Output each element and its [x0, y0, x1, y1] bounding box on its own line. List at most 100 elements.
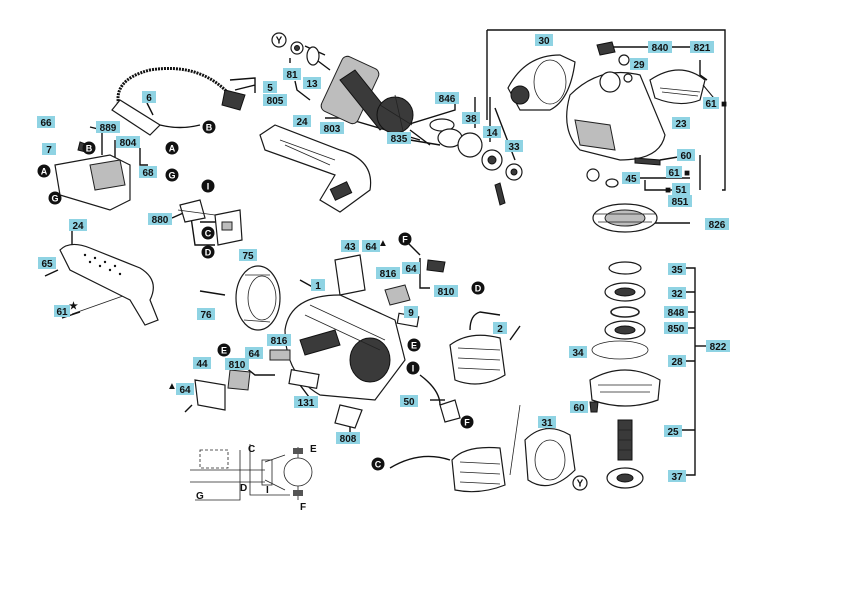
callouts: Y B A B A G I G C D F D E E I F C Y — [37, 32, 588, 491]
stator — [449, 334, 506, 385]
handle-lower — [59, 243, 159, 326]
wiring-letter-g: G — [196, 491, 204, 502]
svg-text:13: 13 — [306, 79, 318, 90]
part-shapes — [44, 41, 719, 493]
label-32: 32 — [668, 287, 686, 300]
svg-text:76: 76 — [200, 310, 212, 321]
callout-c-1: C — [201, 226, 215, 240]
power-cord — [116, 66, 232, 111]
wiring-schematic: C E D F G I — [190, 444, 317, 513]
svg-text:61: 61 — [668, 168, 680, 179]
svg-text:810: 810 — [229, 360, 246, 371]
label-81: 81 — [283, 68, 301, 81]
svg-text:7: 7 — [46, 145, 52, 156]
label-24b: 24 — [69, 219, 87, 232]
svg-text:1: 1 — [315, 281, 321, 292]
label-60b: 60 — [570, 401, 588, 414]
ring-35 — [608, 261, 642, 275]
callout-f-2: F — [460, 415, 474, 429]
label-61c: 61 — [54, 305, 70, 318]
label-889: 889 — [96, 121, 120, 134]
svg-text:75: 75 — [242, 251, 254, 262]
label-810b: 810 — [225, 358, 249, 371]
svg-text:G: G — [51, 194, 58, 204]
svg-text:66: 66 — [40, 118, 52, 129]
label-64c: 64 — [176, 383, 194, 396]
label-60a: 60 — [677, 149, 695, 162]
label-64b: 64 — [402, 262, 420, 275]
svg-text:61: 61 — [56, 307, 68, 318]
label-37: 37 — [668, 470, 686, 483]
label-6: 6 — [142, 91, 156, 104]
svg-text:804: 804 — [120, 138, 137, 149]
label-61b: 61 — [666, 166, 682, 179]
svg-text:B: B — [206, 123, 213, 133]
callout-c-2: C — [371, 457, 385, 471]
wiring-letter-d: D — [240, 483, 247, 494]
label-816a: 816 — [376, 267, 400, 280]
callout-d-2: D — [471, 281, 485, 295]
svg-text:34: 34 — [572, 348, 584, 359]
svg-text:131: 131 — [298, 398, 315, 409]
label-808: 808 — [336, 432, 360, 445]
callout-d-1: D — [201, 245, 215, 259]
label-61a: 61 — [703, 97, 719, 110]
label-835: 835 — [387, 132, 411, 145]
svg-text:D: D — [205, 248, 212, 258]
label-821: 821 — [690, 41, 714, 54]
part-number-labels: 821 840 29 61 ■ 23 30 846 38 14 33 60 61… — [37, 34, 730, 483]
label-75: 75 — [239, 249, 257, 262]
flange-28 — [589, 369, 661, 407]
label-826: 826 — [705, 218, 729, 231]
svg-text:25: 25 — [667, 427, 679, 438]
label-131: 131 — [294, 396, 318, 409]
svg-text:24: 24 — [296, 117, 308, 128]
svg-text:B: B — [86, 144, 93, 154]
label-1: 1 — [311, 279, 325, 292]
label-76: 76 — [197, 308, 215, 321]
label-68: 68 — [139, 166, 157, 179]
callout-a-1: A — [165, 141, 179, 155]
svg-text:64: 64 — [248, 349, 260, 360]
marker-triangle-2: ▲ — [167, 381, 177, 392]
svg-text:A: A — [41, 167, 48, 177]
svg-text:822: 822 — [710, 342, 727, 353]
svg-text:835: 835 — [391, 134, 408, 145]
label-45: 45 — [622, 172, 640, 185]
callout-b-2: B — [82, 141, 96, 155]
svg-text:31: 31 — [541, 418, 553, 429]
svg-text:33: 33 — [508, 142, 520, 153]
wiring-letter-i: I — [266, 485, 269, 496]
label-44: 44 — [193, 357, 211, 370]
label-38: 38 — [462, 112, 480, 125]
label-816b: 816 — [267, 334, 291, 347]
label-24a: 24 — [293, 115, 311, 128]
label-850: 850 — [664, 322, 688, 335]
label-33: 33 — [505, 140, 523, 153]
callout-y-top: Y — [271, 32, 287, 48]
label-31: 31 — [538, 416, 556, 429]
svg-text:51: 51 — [675, 185, 687, 196]
marker-square-1: ■ — [721, 99, 727, 110]
svg-text:E: E — [221, 346, 227, 356]
svg-text:E: E — [411, 341, 417, 351]
svg-text:64: 64 — [365, 242, 377, 253]
wiring-letter-e: E — [310, 444, 317, 455]
marker-square-2: ■ — [684, 168, 690, 179]
field-coil — [235, 265, 281, 331]
svg-text:64: 64 — [179, 385, 191, 396]
label-65: 65 — [38, 257, 56, 270]
svg-text:848: 848 — [668, 308, 685, 319]
svg-text:81: 81 — [286, 70, 298, 81]
label-9: 9 — [404, 306, 418, 319]
svg-text:851: 851 — [672, 197, 689, 208]
label-7: 7 — [42, 143, 56, 156]
svg-text:826: 826 — [709, 220, 726, 231]
callout-e-1: E — [407, 338, 421, 352]
callout-b-1: B — [202, 120, 216, 134]
svg-text:44: 44 — [196, 359, 208, 370]
label-810a: 810 — [434, 285, 458, 298]
svg-text:6: 6 — [146, 93, 152, 104]
svg-text:32: 32 — [671, 289, 683, 300]
svg-text:816: 816 — [271, 336, 288, 347]
